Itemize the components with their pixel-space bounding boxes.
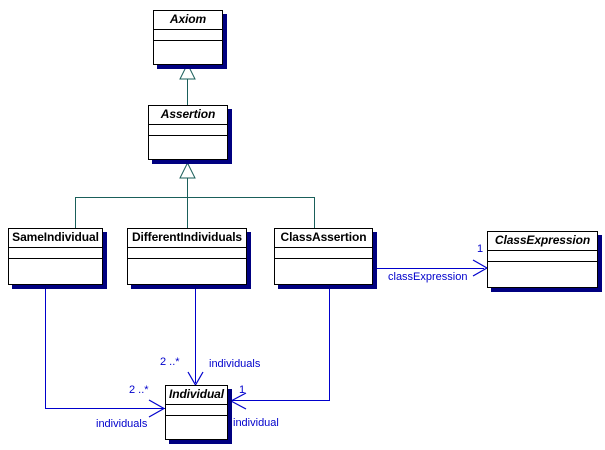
class-box-class-expression[interactable]: ClassExpression <box>487 231 598 288</box>
generalization-triangle-axiom <box>179 62 196 80</box>
class-attributes-individual <box>166 405 227 416</box>
class-box-same-individual[interactable]: SameIndividual <box>8 228 103 285</box>
class-box-assertion[interactable]: Assertion <box>148 105 228 160</box>
association-arrowhead-class-assertion-individual <box>230 392 247 410</box>
class-name-same-individual: SameIndividual <box>9 229 102 248</box>
role-label-same-individual: individuals <box>96 418 148 430</box>
generalization-rail <box>75 197 314 198</box>
role-label-class-expression: classExpression <box>388 271 468 283</box>
association-line-class-assertion-class-expression <box>377 268 484 269</box>
association-arrowhead-different-individuals <box>187 371 204 386</box>
association-line-different-individuals-individual <box>195 287 196 383</box>
association-line-same-individual-horizontal <box>45 408 165 409</box>
class-name-assertion: Assertion <box>149 106 227 125</box>
class-name-individual: Individual <box>166 386 227 405</box>
generalization-drop-different-individuals <box>187 197 188 228</box>
association-arrowhead-class-expression <box>472 259 488 277</box>
role-label-different-individuals: individuals <box>209 358 261 370</box>
class-name-axiom: Axiom <box>154 11 222 30</box>
generalization-drop-class-assertion <box>314 197 315 228</box>
class-name-class-expression: ClassExpression <box>488 232 597 251</box>
role-label-class-assertion-individual: individual <box>233 417 279 429</box>
class-box-different-individuals[interactable]: DifferentIndividuals <box>127 228 247 285</box>
generalization-drop-same-individual <box>75 197 76 228</box>
association-line-class-assertion-individual-vertical <box>329 287 330 401</box>
class-attributes-assertion <box>149 125 227 136</box>
multiplicity-class-expression: 1 <box>477 243 484 255</box>
class-attributes-axiom <box>154 30 222 41</box>
class-attributes-same-individual <box>9 248 102 259</box>
generalization-triangle-assertion <box>179 161 196 179</box>
class-name-different-individuals: DifferentIndividuals <box>128 229 246 248</box>
association-arrowhead-same-individual <box>148 399 165 418</box>
class-attributes-different-individuals <box>128 248 246 259</box>
generalization-stem-assertion <box>187 79 188 106</box>
class-box-axiom[interactable]: Axiom <box>153 10 223 65</box>
multiplicity-class-assertion-individual: 1 <box>239 384 246 396</box>
class-attributes-class-expression <box>488 251 597 262</box>
multiplicity-same-individual: 2 ..* <box>129 384 149 396</box>
class-box-individual[interactable]: Individual <box>165 385 228 440</box>
class-box-class-assertion[interactable]: ClassAssertion <box>274 228 373 285</box>
class-name-class-assertion: ClassAssertion <box>275 229 372 248</box>
association-line-same-individual-vertical <box>45 287 46 409</box>
association-line-class-assertion-individual-horizontal <box>232 400 330 401</box>
multiplicity-different-individuals: 2 ..* <box>160 356 180 368</box>
class-attributes-class-assertion <box>275 248 372 259</box>
